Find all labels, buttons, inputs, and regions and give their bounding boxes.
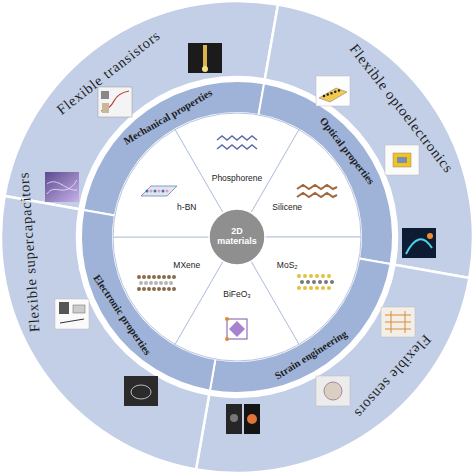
- material-label: Silicene: [272, 203, 302, 212]
- center-circle: 2D materials: [207, 207, 267, 267]
- material-label: BiFeO₃: [223, 290, 251, 299]
- center-circle-shape: [209, 209, 265, 265]
- material-label: MoS₂: [277, 261, 298, 270]
- center-label: 2D materials: [215, 227, 259, 247]
- material-label: Phosphorene: [212, 174, 263, 183]
- material-label: MXene: [173, 261, 200, 270]
- material-label: h-BN: [177, 203, 196, 212]
